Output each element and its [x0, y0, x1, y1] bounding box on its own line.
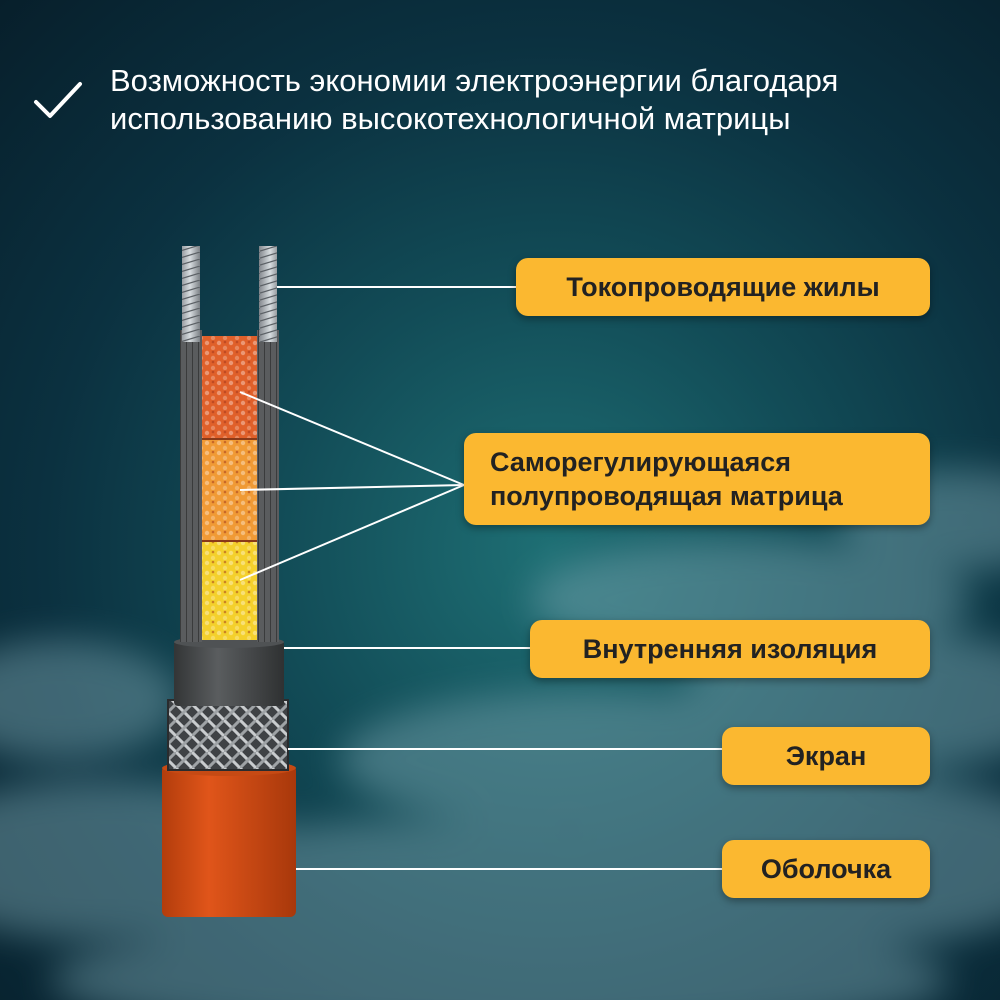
screen-layer: [167, 699, 289, 771]
conductor-wires: [182, 246, 277, 342]
conductor-wire-right: [259, 246, 277, 342]
label-matrix-line-1: Саморегулирующаяся: [490, 447, 791, 477]
leader-matrix-hot: [239, 391, 465, 486]
label-jacket: Оболочка: [722, 840, 930, 898]
label-inner-insulation-text: Внутренняя изоляция: [582, 634, 878, 664]
label-conductors: Токопроводящие жилы: [516, 258, 930, 316]
leader-matrix-warm: [239, 484, 465, 491]
label-screen: Экран: [722, 727, 930, 785]
jacket-layer: [162, 760, 296, 917]
leader-matrix-cool: [239, 484, 465, 581]
header: Возможность экономии электроэнергии благ…: [30, 62, 970, 138]
label-jacket-text: Оболочка: [760, 854, 892, 884]
matrix-web: [180, 330, 279, 642]
label-matrix: Саморегулирующаяся полупроводящая матриц…: [464, 433, 930, 525]
check-icon: [34, 82, 82, 118]
page-title: Возможность экономии электроэнергии благ…: [110, 62, 838, 138]
semiconductive-matrix: [202, 336, 257, 640]
label-conductors-text: Токопроводящие жилы: [566, 272, 880, 302]
leader-lines: [239, 286, 722, 870]
label-screen-text: Экран: [785, 741, 867, 771]
label-inner-insulation: Внутренняя изоляция: [530, 620, 930, 678]
title-line-1: Возможность экономии электроэнергии благ…: [110, 63, 839, 98]
conductor-wire-left: [182, 246, 200, 342]
label-matrix-line-2: полупроводящая матрица: [490, 481, 843, 511]
title-line-2: использованию высокотехнологичной матриц…: [110, 101, 791, 136]
inner-insulation-layer: [174, 636, 284, 706]
